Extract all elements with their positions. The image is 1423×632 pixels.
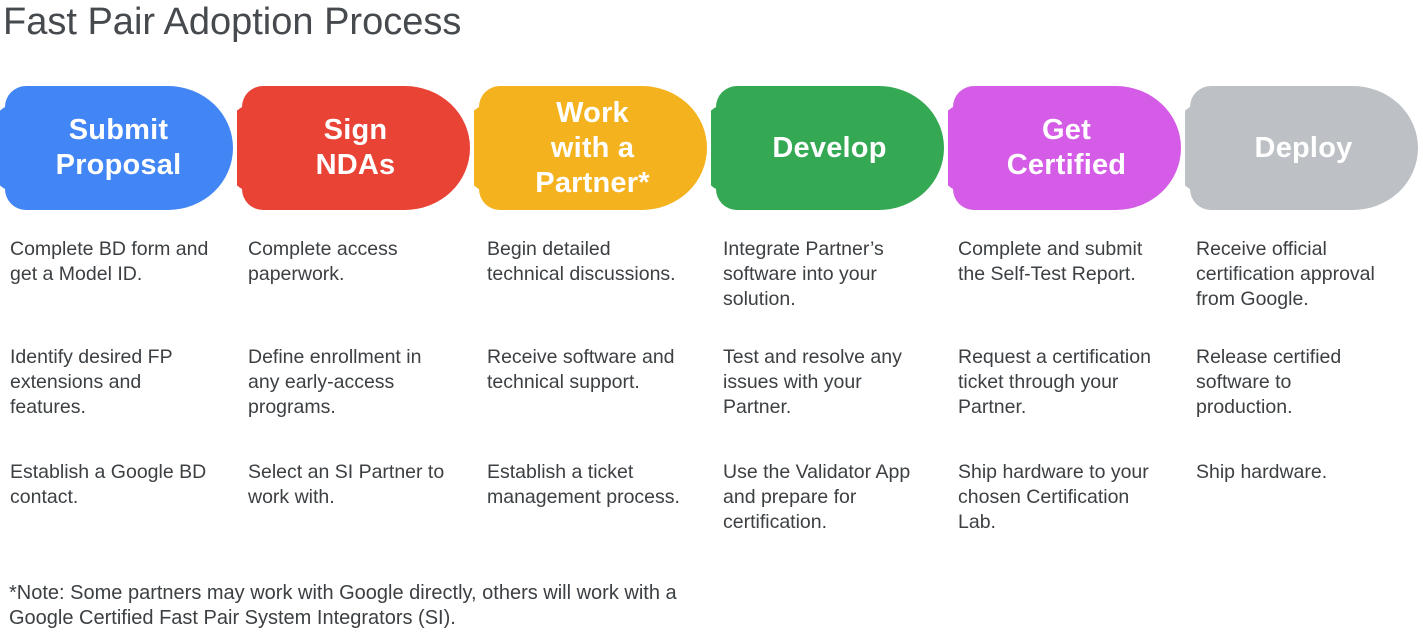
stage-develop: Develop (711, 86, 948, 210)
note-sign-ndas-1: Complete access paperwork. (248, 238, 398, 285)
stage-deploy: Deploy (1185, 86, 1422, 210)
note-submit-proposal-1: Complete BD form and get a Model ID. (10, 238, 209, 285)
note-deploy-2: Release certified software to production… (1196, 346, 1342, 418)
note-develop-2: Test and resolve any issues with your Pa… (723, 346, 902, 418)
page-title: Fast Pair Adoption Process (3, 1, 462, 43)
note-work-with-a-partner-3: Establish a ticket management process. (487, 461, 680, 508)
note-get-certified-1: Complete and submit the Self-Test Report… (958, 238, 1143, 285)
note-submit-proposal-2: Identify desired FP extensions and featu… (10, 346, 173, 418)
stage-label: Get Certified (1006, 114, 1127, 181)
stage-sign-ndas: Sign NDAs (237, 86, 474, 210)
stage-label: Deploy (1254, 131, 1353, 164)
note-sign-ndas-3: Select an SI Partner to work with. (248, 461, 445, 508)
stage-label: Develop (772, 131, 887, 164)
note-develop-3: Use the Validator App and prepare for ce… (723, 461, 911, 533)
note-sign-ndas-2: Define enrollment in any early-access pr… (248, 346, 422, 418)
footnote: *Note: Some partners may work with Googl… (9, 582, 677, 629)
stage-shape (1185, 86, 1418, 210)
note-get-certified-3: Ship hardware to your chosen Certificati… (958, 461, 1149, 533)
note-submit-proposal-3: Establish a Google BD contact. (10, 461, 207, 508)
stage-shape (711, 86, 944, 210)
note-work-with-a-partner-1: Begin detailed technical discussions. (487, 238, 676, 285)
stage-shape (948, 86, 1181, 210)
stage-work-with-a-partner: Work with a Partner* (474, 86, 711, 210)
stage-label: Submit Proposal (55, 114, 182, 181)
note-deploy-3: Ship hardware. (1196, 461, 1328, 483)
note-develop-1: Integrate Partner’s software into your s… (723, 238, 884, 310)
stage-submit-proposal: Submit Proposal (0, 86, 237, 210)
stage-shape (0, 86, 233, 210)
stage-label: Work with a Partner* (535, 96, 650, 199)
note-work-with-a-partner-2: Receive software and technical support. (487, 346, 675, 393)
stage-shape (237, 86, 470, 210)
stage-label: Sign NDAs (315, 114, 396, 181)
note-deploy-1: Receive official certification approval … (1196, 238, 1375, 310)
stage-shape (474, 86, 707, 210)
stage-get-certified: Get Certified (948, 86, 1185, 210)
note-get-certified-2: Request a certification ticket through y… (958, 346, 1151, 418)
